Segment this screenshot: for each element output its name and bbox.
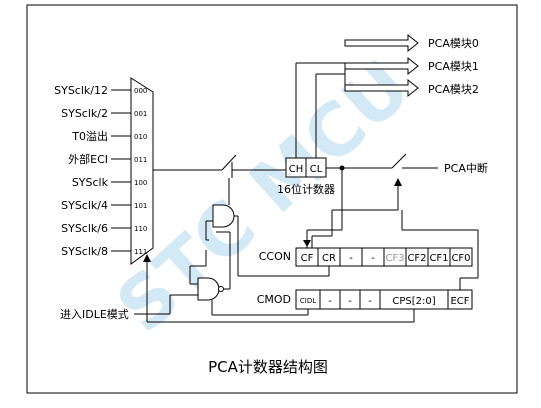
mux-input-code: 011 [134,156,147,164]
mux-input-4: SYSclk 100 [72,176,148,189]
mux-inputs: SYSclk/12 000 SYSclk/2 001 T0溢出 010 外部EC… [54,84,147,258]
idle-nand-gate [197,277,220,301]
cmod-bit-cidl: CIDL [300,297,316,305]
ccon-bit-reserved: - [349,253,353,264]
mux-input-label: 外部ECI [68,152,108,166]
mux-input-code: 101 [134,202,147,210]
interrupt-enable-switch [391,153,407,169]
ccon-bit-reserved: - [371,253,375,264]
mux-input-6: SYSclk/6 110 [61,222,147,235]
mux-input-0: SYSclk/12 000 [54,84,147,97]
arrow-pca-module-2 [344,78,419,98]
pca-module-arrows [344,33,419,98]
counter-enable-switch [221,154,237,171]
mux-input-code: 000 [134,87,147,95]
mux-input-code: 110 [134,225,147,233]
ccon-bit-cf2: CF2 [407,253,426,264]
mux-input-label: T0溢出 [71,129,108,143]
mux-input-label: SYSclk/12 [54,84,108,97]
ccon-bit-cr: CR [322,253,336,264]
diagram-frame [26,4,518,394]
mux-input-label: SYSclk [72,176,109,189]
cmod-bit-reserved: - [328,296,332,307]
cmod-register: CIDL - - - CPS[2:0] ECF [295,289,473,310]
mux-input-label: SYSclk/8 [61,245,108,258]
pca-module-0-label: PCA模块0 [428,37,479,50]
pca-module-1-label: PCA模块1 [428,60,479,73]
diagram-caption: PCA计数器结构图 [208,358,328,376]
mux-input-2: T0溢出 010 [71,129,147,143]
ccon-bit-box [449,247,473,267]
cmod-bit-cps: CPS[2:0] [392,296,435,307]
nand-inversion-bubble [218,286,224,292]
cmod-bit-reserved: - [368,296,372,307]
arrow-pca-module-1 [344,56,419,76]
interrupt-label: PCA中断 [444,161,488,175]
cmod-register-label: CMOD [257,293,291,306]
idle-mode-label: 进入IDLE模式 [60,308,129,321]
ccon-bit-cf0: CF0 [451,253,470,264]
ccon-bit-cf1: CF1 [429,253,448,264]
mux-input-5: SYSclk/4 101 [61,199,147,212]
ccon-bit-cf3: CF3 [385,253,404,264]
mux-input-code: 111 [134,248,147,256]
clock-multiplexer [130,77,154,265]
ccon-register-label: CCON [259,250,291,263]
counter-and-gate [212,204,235,228]
ccon-register: CF CR - - CF3 CF2 CF1 CF0 [295,247,473,267]
cmod-bit-ecf: ECF [450,296,469,307]
arrow-pca-module-0 [344,33,419,53]
cmod-bit-reserved: - [348,296,352,307]
mux-input-code: 010 [134,133,147,141]
interrupt-enable-arrowhead [394,178,402,186]
counter-ch-label: CH [289,164,304,175]
mux-input-code: 001 [134,110,147,118]
counter-cl-label: CL [310,164,323,175]
mux-input-label: SYSclk/6 [61,222,108,235]
mux-select-arrowhead [143,254,151,262]
mux-input-code: 100 [134,179,147,187]
mux-input-1: SYSclk/2 001 [61,107,147,120]
mux-input-label: SYSclk/2 [61,107,108,120]
pca-module-2-label: PCA模块2 [428,83,479,96]
mux-input-label: SYSclk/4 [61,199,108,212]
mux-input-3: 外部ECI 011 [68,152,147,166]
counter-caption: 16位计数器 [277,182,335,196]
mux-input-7: SYSclk/8 111 [61,245,147,258]
ccon-bit-cf: CF [301,253,314,264]
